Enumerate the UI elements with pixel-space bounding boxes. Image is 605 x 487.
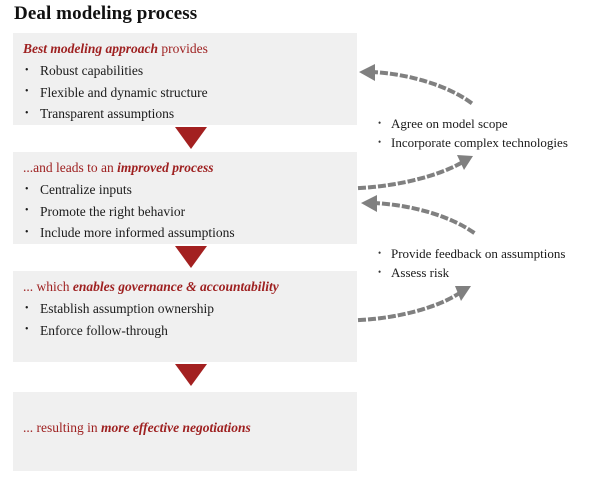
- list-item: Promote the right behavior: [23, 200, 235, 223]
- flow-stage-4-heading-emphasis: more effective negotiations: [101, 420, 251, 435]
- feedback-arrow-to-box-1: [359, 64, 477, 108]
- flow-stage-4-heading-plain: ... resulting in: [23, 420, 101, 435]
- down-arrow-triangle-icon-2: [175, 246, 207, 268]
- flow-stage-1-heading-emphasis: Best modeling approach: [23, 41, 159, 56]
- flow-stage-1-heading-plain: provides: [158, 41, 208, 56]
- list-item: Centralize inputs: [23, 179, 235, 201]
- flow-stage-4-heading: ... resulting in more effective negotiat…: [23, 419, 251, 437]
- flow-stage-1-heading: Best modeling approach provides: [23, 40, 208, 58]
- flow-stage-2-heading-plain: ...and leads to an: [23, 160, 118, 175]
- list-item: Flexible and dynamic structure: [23, 81, 208, 104]
- list-item: Enforce follow-through: [23, 319, 214, 342]
- flow-stage-3-heading-emphasis: enables governance & accountability: [72, 279, 279, 294]
- page-title: Deal modeling process: [14, 3, 198, 24]
- arrowhead-icon-upright-2: [455, 286, 471, 301]
- flow-stage-3-heading-plain: ... which: [23, 279, 73, 294]
- flow-stage-2-heading: ...and leads to an improved process: [23, 159, 213, 177]
- list-item: Agree on model scope: [377, 114, 568, 134]
- annotation-group-1: Agree on model scope Incorporate complex…: [377, 114, 568, 153]
- flow-stage-box-1: Best modeling approach provides Robust c…: [13, 33, 357, 125]
- list-item: Transparent assumptions: [23, 103, 208, 125]
- annotation-group-2: Provide feedback on assumptions Assess r…: [377, 244, 565, 283]
- flow-stage-2-heading-emphasis: improved process: [117, 160, 214, 175]
- feedback-arrow-to-box-1-path: [369, 69, 477, 108]
- list-item: Establish assumption ownership: [23, 298, 214, 320]
- feedback-arrow-from-box-3-up: [357, 286, 471, 323]
- flow-stage-box-4: ... resulting in more effective negotiat…: [13, 392, 357, 471]
- arrowhead-icon-upright-1: [457, 155, 473, 170]
- flow-stage-box-2: ...and leads to an improved process Cent…: [13, 152, 357, 244]
- arrowhead-icon-left-1: [359, 64, 375, 81]
- list-item: Assess risk: [377, 263, 565, 283]
- feedback-arrow-from-box-2-up: [357, 155, 473, 191]
- feedback-arrow-to-box-2: [361, 195, 480, 238]
- flow-stage-2-bullet-list: Centralize inputs Promote the right beha…: [23, 179, 235, 244]
- down-arrow-triangle-icon-1: [175, 127, 207, 149]
- flow-stage-box-3: ... which enables governance & accountab…: [13, 271, 357, 362]
- feedback-arrow-from-box-2-up-path: [357, 160, 464, 191]
- flow-stage-3-bullet-list: Establish assumption ownership Enforce f…: [23, 298, 214, 341]
- down-arrow-triangle-icon-3: [175, 364, 207, 386]
- list-item: Provide feedback on assumptions: [377, 244, 565, 264]
- feedback-arrow-to-box-2-path: [371, 200, 480, 238]
- flow-stage-3-heading: ... which enables governance & accountab…: [23, 278, 279, 296]
- flow-stage-1-bullet-list: Robust capabilities Flexible and dynamic…: [23, 60, 208, 125]
- list-item: Include more informed assumptions: [23, 222, 235, 244]
- feedback-arrow-from-box-3-up-path: [357, 291, 461, 323]
- list-item: Incorporate complex technologies: [377, 133, 568, 153]
- arrowhead-icon-left-2: [361, 195, 377, 212]
- list-item: Robust capabilities: [23, 60, 208, 82]
